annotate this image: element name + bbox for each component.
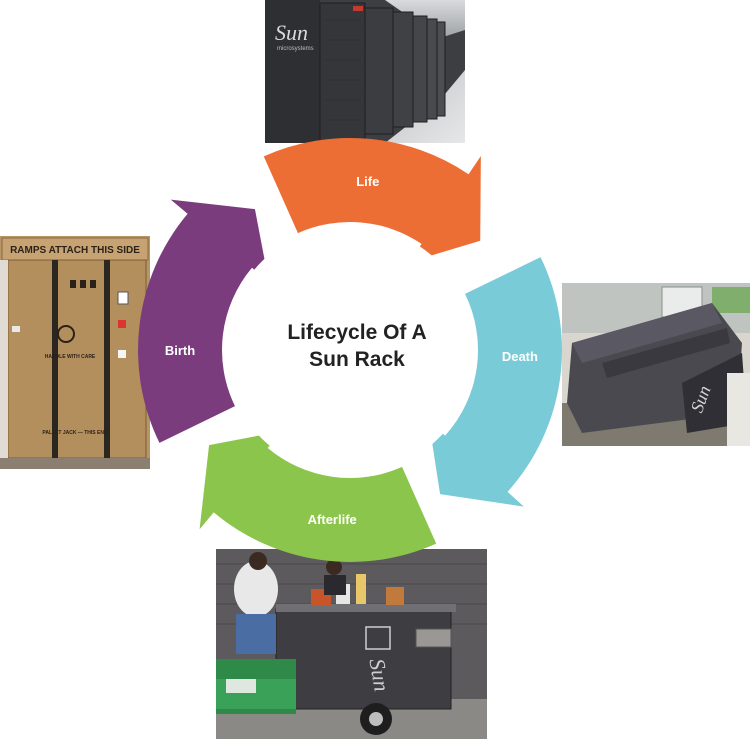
toppled-rack-photo-icon: Sun: [562, 283, 750, 446]
photo-afterlife-food-cart: Sun: [216, 549, 487, 739]
arrow-segment-afterlife: [199, 431, 437, 562]
stage-label-death: Death: [502, 349, 538, 364]
photo-birth-shipping-box: RAMPS ATTACH THIS SIDE HANDLE WITH CARE …: [0, 236, 150, 469]
sun-logo-text: Sun: [275, 20, 308, 45]
arrow-segment-life: [263, 137, 481, 263]
stage-label-life: Life: [356, 174, 379, 189]
food-cart-photo-icon: Sun: [216, 549, 487, 739]
shipping-box-photo-icon: RAMPS ATTACH THIS SIDE HANDLE WITH CARE …: [0, 236, 150, 469]
box-handle-label: HANDLE WITH CARE: [45, 354, 96, 360]
stage-label-afterlife: Afterlife: [308, 512, 357, 527]
box-top-label: RAMPS ATTACH THIS SIDE: [10, 245, 140, 256]
photo-death-toppled-rack: Sun: [562, 283, 750, 446]
sun-logo-subtext: microsystems: [277, 46, 314, 52]
diagram-title-line-2: Sun Rack: [309, 348, 405, 371]
photo-life-server-racks: Sun microsystems: [265, 0, 465, 143]
diagram-title-line-1: Lifecycle Of A: [287, 321, 426, 344]
server-rack-row-photo-icon: Sun microsystems: [265, 0, 465, 143]
stage-label-birth: Birth: [165, 343, 195, 358]
center-circle: [225, 225, 475, 475]
arrow-segment-death: [428, 257, 562, 507]
arrow-segment-birth: [137, 199, 269, 443]
sun-logo-text: Sun: [364, 657, 394, 694]
box-bottom-label: PALLET JACK — THIS END: [42, 430, 108, 436]
